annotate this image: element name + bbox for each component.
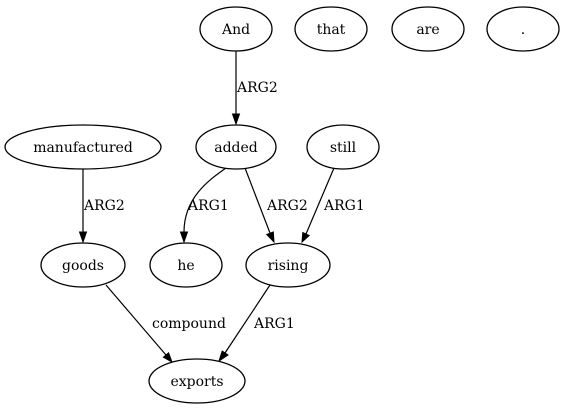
edge-goods-exports: compound bbox=[105, 284, 226, 364]
arrowhead bbox=[231, 113, 241, 126]
edge-line bbox=[183, 167, 227, 233]
node-manufactured: manufactured bbox=[4, 124, 162, 170]
node-ellipse bbox=[195, 124, 277, 170]
node-label: . bbox=[521, 22, 525, 38]
edge-rising-exports: ARG1 bbox=[218, 284, 295, 363]
node-ellipse bbox=[148, 358, 246, 404]
edge-manufactured-goods: ARG2 bbox=[78, 169, 125, 244]
arrowhead bbox=[78, 231, 88, 244]
arrowhead bbox=[179, 231, 189, 244]
edge-label: ARG2 bbox=[236, 80, 278, 96]
node-he: he bbox=[149, 242, 223, 288]
edge-added-rising: ARG2 bbox=[244, 167, 308, 244]
node-ellipse bbox=[294, 6, 368, 52]
node-ellipse bbox=[4, 124, 162, 170]
node-and: And bbox=[199, 6, 273, 52]
node-label: he bbox=[177, 258, 194, 274]
node-label: are bbox=[416, 22, 439, 38]
edge-label: compound bbox=[152, 316, 226, 332]
node-period: . bbox=[486, 6, 560, 52]
node-label: that bbox=[317, 22, 346, 38]
edge-line bbox=[305, 167, 335, 235]
node-label: manufactured bbox=[33, 140, 133, 156]
edge-line bbox=[105, 284, 167, 356]
node-label: exports bbox=[170, 374, 223, 390]
node-ellipse bbox=[40, 242, 126, 288]
edge-line bbox=[224, 284, 271, 354]
node-ellipse bbox=[149, 242, 223, 288]
node-ellipse bbox=[486, 6, 560, 52]
node-still: still bbox=[306, 124, 380, 170]
node-goods: goods bbox=[40, 242, 126, 288]
arrowhead bbox=[218, 350, 229, 363]
nodes-layer: And that are. manufactured added still goods he… bbox=[4, 6, 560, 404]
edge-label: ARG2 bbox=[83, 198, 125, 214]
node-added: added bbox=[195, 124, 277, 170]
arrowhead bbox=[265, 231, 275, 244]
node-label: goods bbox=[62, 258, 104, 274]
node-that: that bbox=[294, 6, 368, 52]
edge-label: ARG1 bbox=[253, 316, 295, 332]
edge-line bbox=[244, 167, 271, 234]
node-label: And bbox=[221, 22, 250, 38]
arrowhead bbox=[162, 351, 173, 364]
edge-label: ARG1 bbox=[187, 198, 229, 214]
arrowhead bbox=[301, 231, 311, 244]
node-exports: exports bbox=[148, 358, 246, 404]
node-rising: rising bbox=[245, 242, 331, 288]
edge-and-added: ARG2 bbox=[231, 51, 278, 126]
edge-label: ARG1 bbox=[323, 198, 365, 214]
edge-label: ARG2 bbox=[266, 198, 308, 214]
node-ellipse bbox=[199, 6, 273, 52]
node-label: still bbox=[330, 140, 357, 156]
node-label: rising bbox=[268, 258, 309, 274]
node-label: added bbox=[214, 140, 258, 156]
edge-still-rising: ARG1 bbox=[301, 167, 365, 244]
node-ellipse bbox=[245, 242, 331, 288]
node-ellipse bbox=[306, 124, 380, 170]
node-are: are bbox=[391, 6, 465, 52]
edge-added-he: ARG1 bbox=[179, 167, 229, 244]
node-ellipse bbox=[391, 6, 465, 52]
